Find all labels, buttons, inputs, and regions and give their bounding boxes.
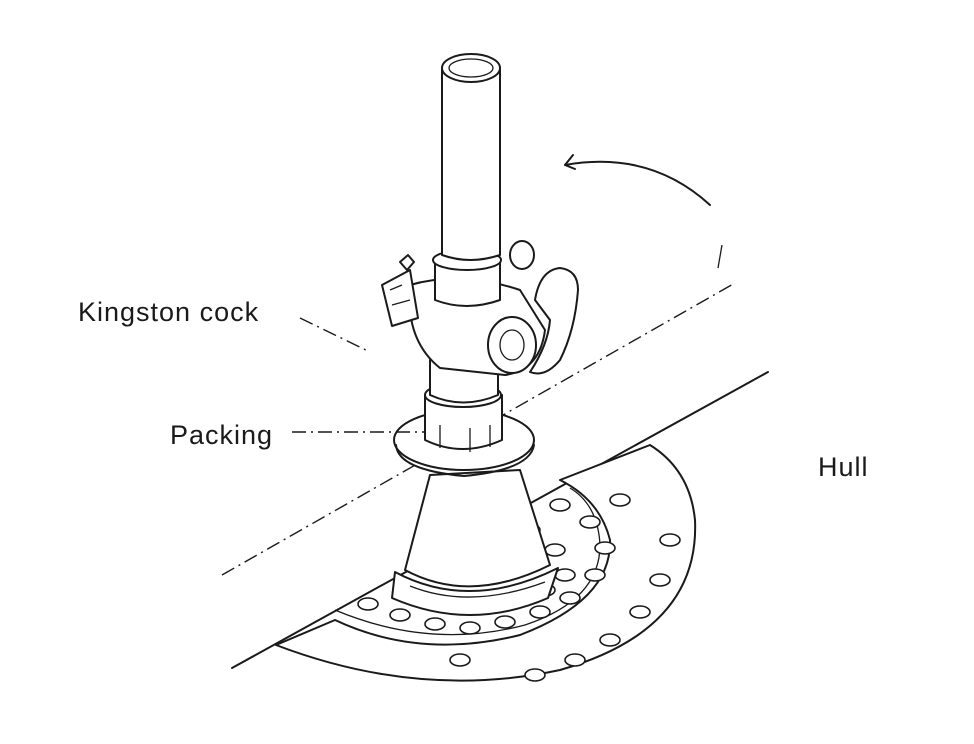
strainer-hole — [544, 543, 566, 557]
valve-plug-end — [487, 316, 537, 374]
strainer-hole — [629, 605, 651, 619]
cone-foot-line — [409, 581, 546, 598]
strainer-hole — [549, 498, 571, 512]
strainer-hole — [524, 668, 546, 682]
strainer-hole — [389, 608, 411, 622]
packing-nut-facets — [439, 425, 491, 452]
strainer-hole — [609, 493, 631, 507]
strainer-hole — [579, 515, 601, 529]
strainer-hole — [449, 653, 471, 667]
cone-foot-flange — [391, 567, 559, 616]
strainer-hole — [564, 653, 586, 667]
strainer-hole — [529, 605, 551, 619]
valve-handle — [529, 267, 579, 375]
strainer-hole — [594, 541, 616, 555]
packing-label: Packing — [170, 420, 274, 450]
strainer-plate-outer — [275, 444, 697, 682]
upper-pipe — [432, 53, 535, 307]
pipe-mouth-outer — [441, 53, 501, 83]
valve-pin — [399, 254, 415, 271]
strainer-hole — [649, 573, 671, 587]
pipe-union-collar — [434, 259, 501, 307]
kingston-cock-leader — [299, 317, 371, 353]
hull-rotation-arrowhead — [564, 154, 576, 170]
strainer-hole — [584, 568, 606, 582]
strainer-hole — [599, 633, 621, 647]
strainer-hole — [559, 591, 581, 605]
packing-flange-rim — [395, 444, 535, 477]
hull-rotation-arrow — [564, 160, 711, 206]
strainer-hole — [424, 617, 446, 631]
strainer-hole — [459, 621, 481, 635]
strainer-hole — [357, 597, 379, 611]
kingston-cock-label: Kingston cock — [78, 297, 260, 327]
valve-body — [381, 254, 579, 404]
valve-nut-facets — [389, 284, 411, 306]
pipe-tube — [441, 67, 501, 261]
valve-plug-bore — [499, 329, 525, 361]
hull-mark — [717, 244, 723, 269]
hull-label: Hull — [818, 452, 869, 482]
cone-base — [391, 469, 559, 616]
pipe-union-screw — [509, 240, 535, 270]
strainer-hole — [494, 615, 516, 629]
packing-gland-nut — [424, 394, 503, 450]
pipe-mouth-inner — [448, 58, 494, 78]
valve-side-nut — [381, 269, 419, 327]
strainer-hole — [659, 533, 681, 547]
cone-body — [404, 469, 551, 588]
